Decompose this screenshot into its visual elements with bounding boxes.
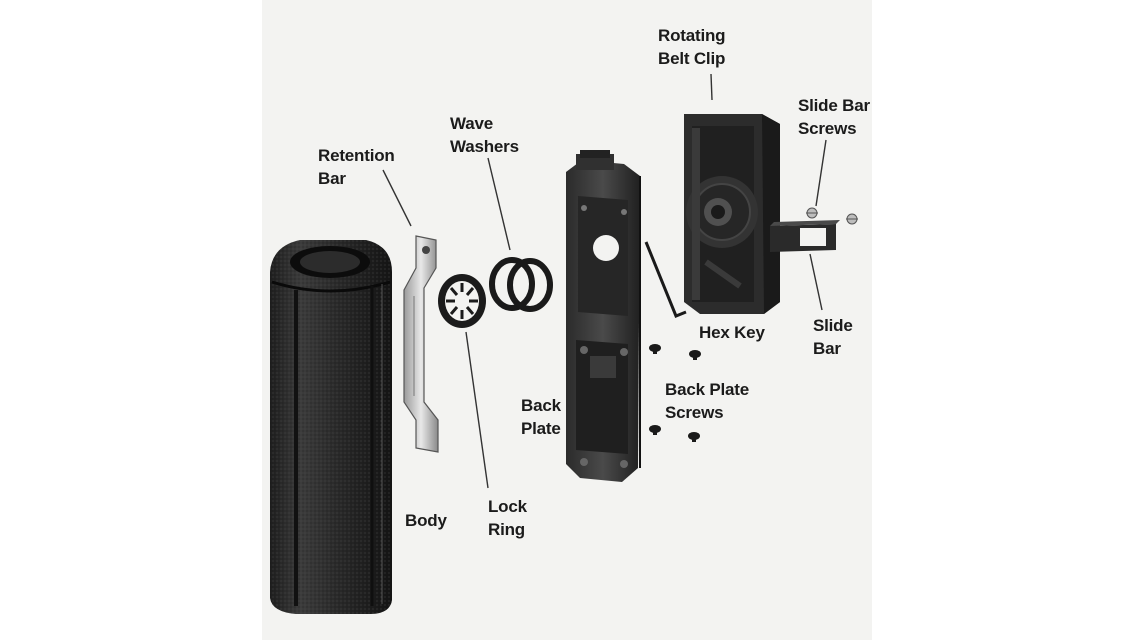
leader-lines — [382, 73, 827, 489]
label-back-plate: Back Plate — [521, 396, 561, 438]
label-hex-key: Hex Key — [699, 323, 765, 342]
label-back-plate-screws: Back Plate Screws — [665, 380, 749, 422]
label-lock-ring: Lock Ring — [488, 497, 527, 539]
wave-washers-part — [489, 257, 553, 312]
back-plate-screws-part — [649, 344, 701, 442]
label-wave-washers: Wave Washers — [450, 114, 519, 156]
label-rotating-belt-clip: Rotating Belt Clip — [658, 26, 726, 68]
slide-bar-part — [770, 220, 840, 252]
label-retention-bar: Retention Bar — [318, 146, 395, 188]
hex-key-part — [644, 241, 687, 318]
label-slide-bar: Slide Bar — [813, 316, 853, 358]
slide-bar-screws-part — [806, 207, 858, 225]
back-plate-part — [566, 150, 641, 482]
label-slide-bar-screws: Slide Bar Screws — [798, 96, 870, 138]
lock-ring-part — [438, 274, 486, 328]
retention-bar-part — [403, 235, 439, 453]
body-part — [270, 240, 392, 614]
label-body: Body — [405, 511, 447, 530]
rotating-belt-clip-part — [684, 114, 780, 314]
